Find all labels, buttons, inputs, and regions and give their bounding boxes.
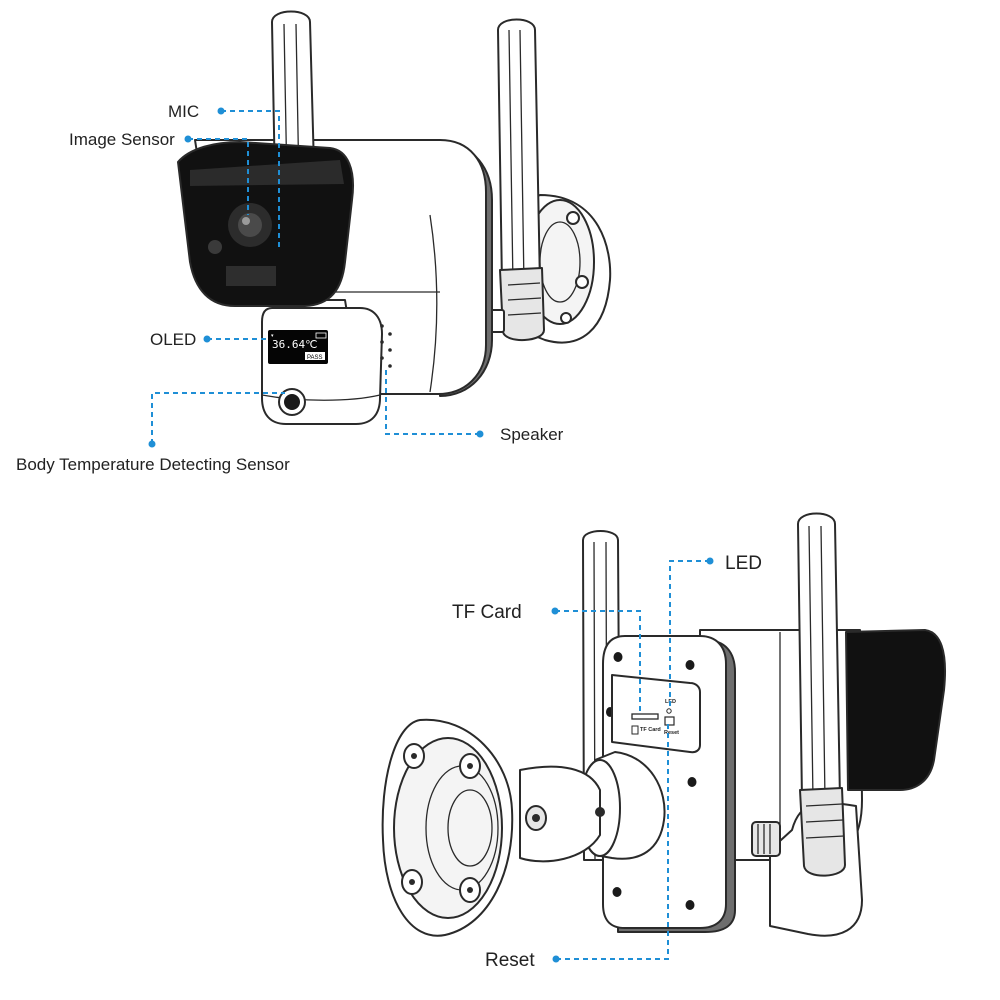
rear-screws <box>606 652 697 910</box>
reset-button <box>664 716 675 726</box>
label-speaker: Speaker <box>500 425 564 444</box>
camera-front-view: 36.64℃ PASS ▾ <box>177 10 612 425</box>
tf-card-slot <box>631 713 659 720</box>
oled-temperature: 36.64℃ <box>272 338 317 351</box>
antenna-right-rear <box>751 512 863 937</box>
panel-tf-card: TF Card <box>640 727 661 733</box>
label-reset: Reset <box>485 950 535 971</box>
label-body-temperature-sensor: Body Temperature Detecting Sensor <box>16 455 290 474</box>
sensor-module: 36.64℃ PASS ▾ <box>261 307 392 425</box>
speaker-holes <box>380 324 392 368</box>
label-oled: OLED <box>150 330 196 349</box>
oled-status: PASS <box>307 355 323 361</box>
wall-mount-rear <box>381 718 514 937</box>
led-indicator <box>666 708 672 714</box>
panel-reset: Reset <box>664 730 679 736</box>
mount-arm <box>519 751 666 863</box>
label-image-sensor: Image Sensor <box>69 130 175 149</box>
label-tf-card: TF Card <box>452 602 522 623</box>
camera-rear-view: TF Card LED Reset <box>381 512 946 937</box>
svg-text:▾: ▾ <box>271 333 274 339</box>
front-visor <box>177 141 354 307</box>
label-mic: MIC <box>168 102 199 121</box>
callouts-rear: LED TF Card Reset <box>452 553 762 971</box>
label-led: LED <box>725 553 762 574</box>
callouts-front: MIC Image Sensor OLED Body Temperature D… <box>16 102 564 474</box>
mount-screw-bosses <box>401 743 481 903</box>
antenna-right-front <box>497 18 545 341</box>
